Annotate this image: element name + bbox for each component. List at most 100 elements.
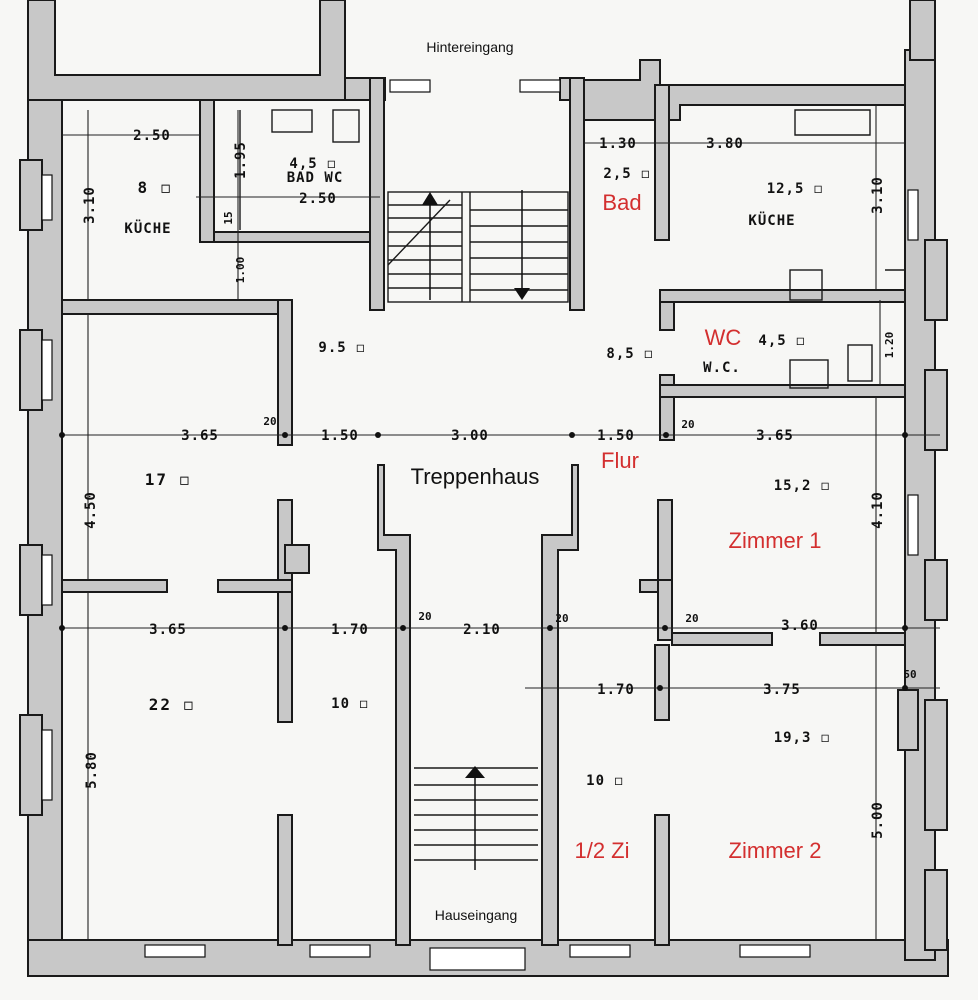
- area-bad-right: 2,5 ◻: [603, 166, 650, 182]
- label-wc: WC: [705, 325, 742, 350]
- dim-1-50-b: 1.50: [597, 428, 635, 444]
- wall-bad-right: [654, 84, 670, 241]
- wall-room22-right-b: [277, 814, 293, 946]
- area-corridor-left: 9.5 ◻: [318, 340, 365, 356]
- wall-room22-right: [277, 591, 293, 723]
- wall-room17-right: [277, 299, 293, 446]
- wall-room17-top: [61, 299, 293, 315]
- wall-top-right: [909, 0, 936, 61]
- dim-1-50-a: 1.50: [321, 428, 359, 444]
- pilaster: [19, 714, 43, 816]
- wall-kitchen-bath: [199, 99, 215, 243]
- room-name-kueche-right: KÜCHE: [748, 211, 795, 229]
- stairs-lower: [414, 766, 538, 870]
- wall-zimmer1-bottom: [671, 632, 773, 646]
- dim-1-70-b: 1.70: [597, 682, 635, 698]
- wall-zimmer1-bottom-b: [819, 632, 906, 646]
- wall-stair-lower-left: [377, 464, 411, 946]
- pilaster: [19, 159, 43, 231]
- dim-4-50: 4.50: [83, 491, 99, 529]
- room-name-wc: W.C.: [703, 360, 741, 376]
- wall-top-right-section: [569, 59, 906, 121]
- dim-5-00: 5.00: [870, 801, 886, 839]
- wall-room17-bottom-b: [217, 579, 293, 593]
- dim-3-65-b: 3.65: [756, 428, 794, 444]
- stairs-upper: [387, 190, 569, 303]
- dim-1-70-a: 1.70: [331, 622, 369, 638]
- pilaster: [924, 369, 948, 451]
- area-bad-wc: 4,5 ◻: [289, 156, 336, 172]
- dim-20-e: 20: [685, 612, 698, 625]
- outer-walls: [19, 0, 949, 977]
- pilaster: [19, 329, 43, 411]
- room-name-bad-wc: BAD WC: [287, 170, 344, 186]
- dim-2-50-bad: 2.50: [299, 191, 337, 207]
- area-room17: 17 ◻: [145, 470, 192, 489]
- dim-3-65-c: 3.65: [149, 622, 187, 638]
- dim-20-d: 20: [555, 612, 568, 625]
- area-half-room: 10 ◻: [586, 773, 624, 789]
- dim-3-65-a: 3.65: [181, 428, 219, 444]
- area-room10-left: 10 ◻: [331, 696, 369, 712]
- wall-zimmer1-left: [657, 499, 673, 581]
- pilaster: [19, 544, 43, 616]
- back-entrance-label: Hintereingang: [426, 39, 513, 55]
- area-zimmer1: 15,2 ◻: [774, 478, 831, 494]
- area-zimmer2: 19,3 ◻: [774, 730, 831, 746]
- dim-1-00: 1.00: [234, 257, 247, 284]
- dim-20-c: 20: [418, 610, 431, 623]
- dim-1-95: 1.95: [233, 141, 249, 179]
- area-room22: 22 ◻: [149, 695, 196, 714]
- wall-room17-bottom: [61, 579, 168, 593]
- label-zimmer1: Zimmer 1: [729, 528, 822, 553]
- label-half-room: 1/2 Zi: [574, 838, 629, 863]
- room-name-kueche-left: KÜCHE: [124, 219, 171, 237]
- dim-1-20: 1.20: [883, 332, 896, 359]
- label-flur: Flur: [601, 448, 639, 473]
- wall-wc-bottom: [659, 384, 906, 398]
- area-kueche-left: 8 ◻: [138, 178, 173, 197]
- dimension-lines: [59, 105, 940, 940]
- fixtures: [239, 109, 906, 389]
- wall-kitchen-bottom: [659, 289, 906, 303]
- wall-stair-left: [369, 77, 385, 311]
- dim-50: 50: [903, 668, 916, 681]
- dim-20-b: 20: [681, 418, 694, 431]
- area-kueche-right: 12,5 ◻: [767, 181, 824, 197]
- main-entrance-label: Hauseingang: [435, 907, 518, 923]
- wall-top-left: [27, 0, 346, 111]
- dim-5-80: 5.80: [84, 751, 100, 789]
- dim-2-50-top: 2.50: [133, 128, 171, 144]
- wall-zimmer2-left-b: [654, 814, 670, 946]
- dim-15: 15: [222, 211, 235, 224]
- pilaster: [924, 239, 948, 321]
- pilaster: [924, 869, 948, 951]
- label-bad: Bad: [602, 190, 641, 215]
- dim-3-10-right: 3.10: [870, 176, 886, 214]
- chimney: [284, 544, 310, 574]
- dim-1-30: 1.30: [599, 136, 637, 152]
- dim-3-80: 3.80: [706, 136, 744, 152]
- area-wc-right: 4,5 ◻: [758, 333, 805, 349]
- wall-bath-bottom: [213, 231, 371, 243]
- wall-zimmer2-left: [654, 644, 670, 721]
- internal-walls: [61, 77, 919, 946]
- dim-4-10: 4.10: [870, 491, 886, 529]
- dim-20-a: 20: [263, 415, 276, 428]
- pilaster: [924, 559, 948, 621]
- pilaster: [924, 699, 948, 831]
- dim-2-10: 2.10: [463, 622, 501, 638]
- wall-jog: [897, 689, 919, 751]
- label-zimmer2: Zimmer 2: [729, 838, 822, 863]
- wall-stair-right: [569, 77, 585, 311]
- dim-3-75: 3.75: [763, 682, 801, 698]
- wall-stair-lower-right: [541, 464, 579, 946]
- windows: [41, 79, 919, 971]
- stairwell-label: Treppenhaus: [411, 464, 540, 489]
- dim-3-00: 3.00: [451, 428, 489, 444]
- area-flur-right: 8,5 ◻: [606, 346, 653, 362]
- dim-3-10-left: 3.10: [82, 186, 98, 224]
- dim-3-60: 3.60: [781, 618, 819, 634]
